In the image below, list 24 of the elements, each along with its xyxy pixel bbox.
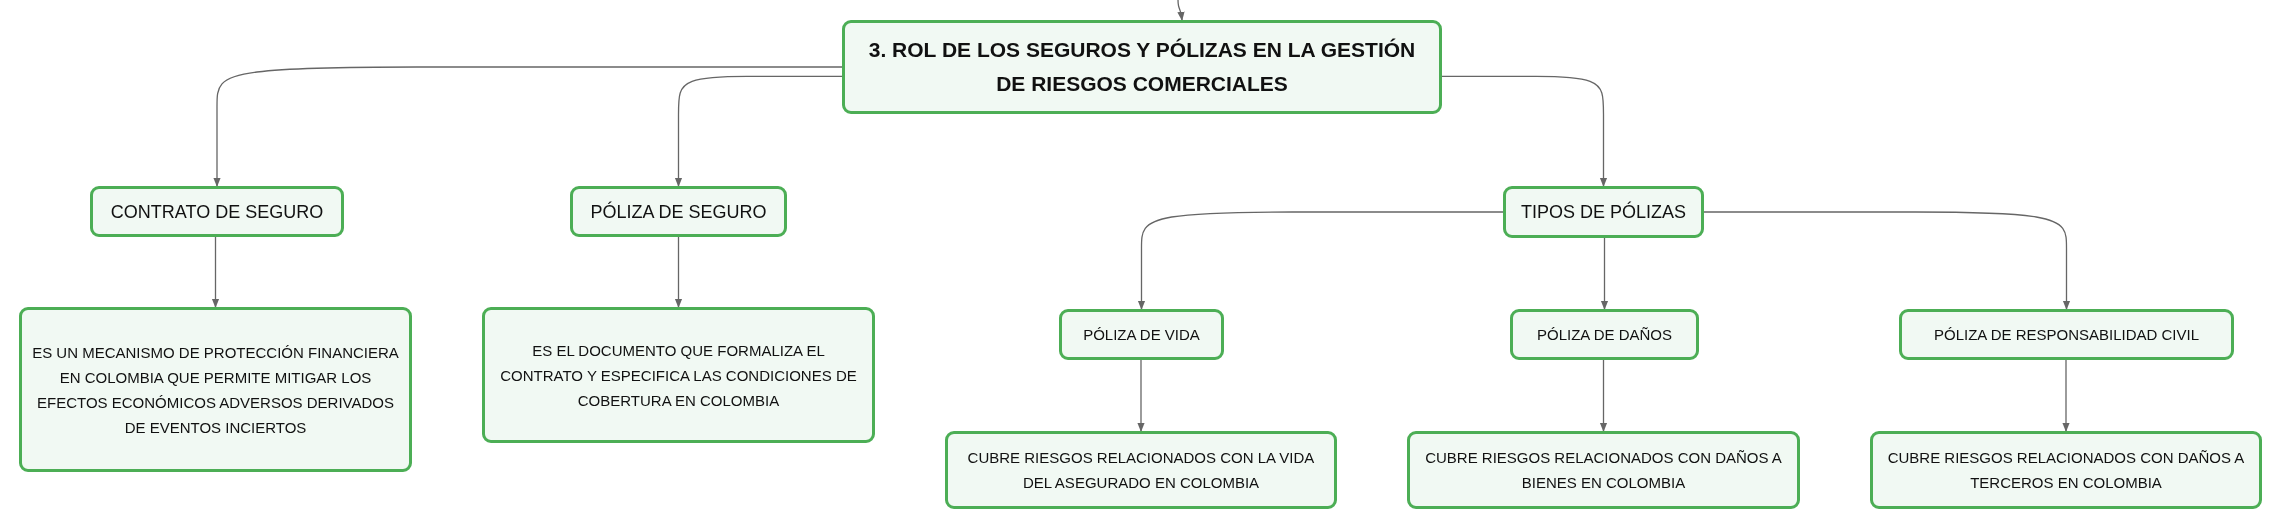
connector-arrow [674,236,683,308]
connector-arrow [674,75,843,187]
connector-arrow [211,236,220,308]
connector-arrow [1703,211,2071,310]
connector-arrow [1137,359,1145,432]
concept-box: CUBRE RIESGOS RELACIONADOS CON DAÑOS A BIENES EN COLOMBIA [1407,431,1800,509]
concept-box: ES UN MECANISMO DE PROTECCIÓN FINANCIERA EN COLOMBIA QUE PERMITE MITIGAR LOS EFECTOS ECONÓMICOS ADVERSOS DERIVADOS DE EVENTOS INCIERTOS [19,307,412,472]
connector-arrow [1177,0,1185,21]
topic-box: 3. ROL DE LOS SEGUROS Y PÓLIZAS EN LA GESTIÓN DE RIESGOS COMERCIALES [842,20,1442,114]
concept-box: PÓLIZA DE VIDA [1059,309,1224,360]
connector-arrow [2062,359,2070,432]
concept-box: CUBRE RIESGOS RELACIONADOS CON DAÑOS A TERCEROS EN COLOMBIA [1870,431,2262,509]
concept-box: CUBRE RIESGOS RELACIONADOS CON LA VIDA DEL ASEGURADO EN COLOMBIA [945,431,1337,509]
concept-box: CONTRATO DE SEGURO [90,186,344,237]
concept-box: TIPOS DE PÓLIZAS [1503,186,1704,238]
connector-arrow [1137,211,1504,310]
connector-arrow [213,66,843,187]
concept-box: ES EL DOCUMENTO QUE FORMALIZA EL CONTRATO Y ESPECIFICA LAS CONDICIONES DE COBERTURA EN COLOMBIA [482,307,875,443]
concept-box: PÓLIZA DE RESPONSABILIDAD CIVIL [1899,309,2234,360]
connector-arrow [1600,237,1609,310]
concept-box: PÓLIZA DE DAÑOS [1510,309,1699,360]
connector-arrow [1599,359,1608,432]
connector-arrow [1441,75,1608,187]
concept-box: PÓLIZA DE SEGURO [570,186,787,237]
